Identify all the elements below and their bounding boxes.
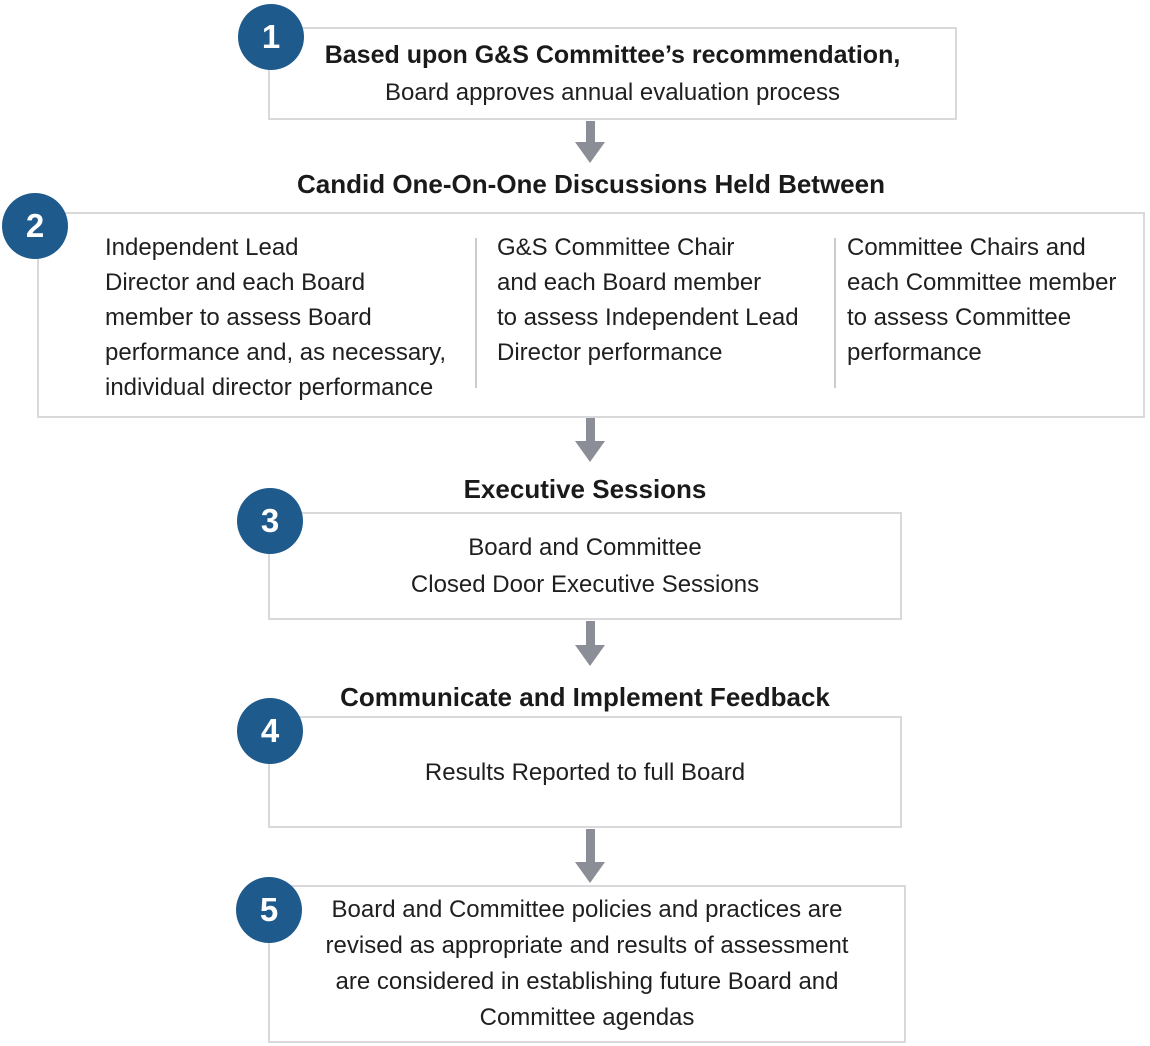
column-divider-1: [475, 238, 477, 388]
step-5-line: are considered in establishing future Bo…: [335, 968, 839, 995]
step-1-line-2: Board approves annual evaluation process: [385, 78, 840, 106]
step-2-heading: Candid One-On-One Discussions Held Betwe…: [297, 169, 885, 199]
step-2-column-1: Independent Lead Director and each Board…: [105, 230, 490, 405]
arrow-down-icon-2: [575, 418, 605, 462]
arrow-down-icon-1: [575, 121, 605, 163]
step-3-heading: Executive Sessions: [463, 474, 707, 504]
step-2-col-2-line: to assess Independent Lead: [497, 304, 799, 331]
step-1-number: 1: [261, 18, 281, 55]
step-3-box: Board and Committee Closed Door Executiv…: [268, 512, 902, 620]
step-4-badge: 4: [237, 698, 303, 764]
column-divider-2: [834, 238, 836, 388]
step-5-line: Board and Committee policies and practic…: [331, 896, 843, 923]
step-2-col-3-line: each Committee member: [847, 269, 1117, 296]
step-2-col-2-line: and each Board member: [497, 269, 762, 296]
step-2-col-3-line: Committee Chairs and: [847, 234, 1086, 261]
step-3-line-1: Board and Committee: [468, 534, 702, 561]
step-2-badge: 2: [2, 193, 68, 259]
step-3-line-2: Closed Door Executive Sessions: [410, 571, 760, 598]
step-3-badge: 3: [237, 488, 303, 554]
step-1-badge: 1: [238, 4, 304, 70]
step-2-box: Independent Lead Director and each Board…: [37, 212, 1145, 418]
arrow-head: [575, 142, 605, 163]
step-4-line-1: Results Reported to full Board: [424, 758, 746, 786]
step-5-number: 5: [259, 891, 279, 928]
arrow-stem: [585, 418, 595, 441]
step-4-number: 4: [260, 712, 280, 749]
arrow-stem: [585, 829, 595, 862]
step-2-column-2: G&S Committee Chair and each Board membe…: [497, 230, 842, 370]
step-2-col-1-line: member to assess Board: [105, 304, 372, 331]
step-2-col-3-line: to assess Committee: [847, 304, 1072, 331]
arrow-head: [575, 862, 605, 883]
step-2-col-1-line: performance and, as necessary,: [105, 339, 447, 366]
step-2-col-3-line: performance: [847, 339, 982, 366]
step-5-line: Committee agendas: [479, 1004, 695, 1031]
step-3-number: 3: [260, 502, 280, 539]
step-2-col-2-line: G&S Committee Chair: [497, 234, 735, 261]
step-5-box: Board and Committee policies and practic…: [268, 885, 906, 1043]
step-4-heading: Communicate and Implement Feedback: [340, 682, 830, 712]
arrow-head: [575, 645, 605, 666]
arrow-down-icon-4: [575, 829, 605, 883]
arrow-stem: [585, 121, 595, 142]
step-2-column-3: Committee Chairs and each Committee memb…: [847, 230, 1147, 370]
step-1-box: Based upon G&S Committee’s recommendatio…: [268, 27, 957, 120]
step-2-col-2-line: Director performance: [497, 339, 723, 366]
arrow-stem: [585, 621, 595, 645]
step-2-col-1-line: Independent Lead: [105, 234, 299, 261]
step-4-box: Results Reported to full Board: [268, 716, 902, 828]
step-2-number: 2: [25, 207, 45, 244]
arrow-head: [575, 441, 605, 462]
step-2-col-1-line: Director and each Board: [105, 269, 366, 296]
step-5-line: revised as appropriate and results of as…: [325, 932, 849, 959]
step-2-col-1-line: individual director performance: [105, 374, 434, 401]
step-1-line-1: Based upon G&S Committee’s recommendatio…: [324, 40, 901, 69]
arrow-down-icon-3: [575, 621, 605, 666]
step-5-badge: 5: [236, 877, 302, 943]
